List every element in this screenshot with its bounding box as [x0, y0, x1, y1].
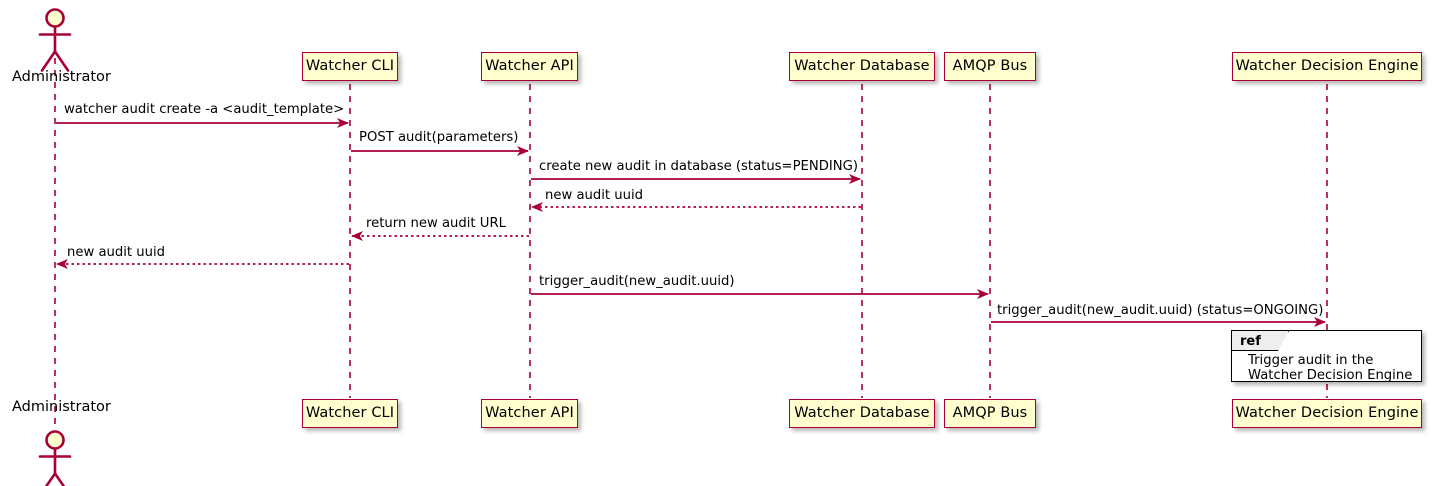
participant-label-watcher-cli: Watcher CLI [305, 58, 395, 75]
actor-label-top-administrator: Administrator [12, 69, 111, 85]
participant-box-top-decision-engine[interactable]: Watcher Decision Engine [1232, 52, 1422, 81]
message-label-1: POST audit(parameters) [359, 130, 519, 145]
participant-box-top-watcher-api[interactable]: Watcher API [481, 52, 578, 81]
participant-box-bottom-watcher-api[interactable]: Watcher API [481, 399, 578, 428]
participant-box-top-watcher-database[interactable]: Watcher Database [789, 52, 935, 81]
ref-fragment-line-1: Watcher Decision Engine [1248, 368, 1413, 383]
message-label-4: return new audit URL [366, 216, 506, 231]
participant-label-watcher-database: Watcher Database [794, 405, 930, 422]
participant-label-watcher-api: Watcher API [485, 405, 574, 422]
participant-label-watcher-database: Watcher Database [794, 58, 930, 75]
actor-label-bottom-administrator: Administrator [12, 399, 111, 415]
message-label-6: trigger_audit(new_audit.uuid) [539, 274, 735, 289]
participant-label-decision-engine: Watcher Decision Engine [1235, 58, 1419, 75]
message-label-0: watcher audit create -a <audit_template> [64, 102, 345, 117]
message-label-3: new audit uuid [545, 188, 644, 203]
participant-label-amqp-bus: AMQP Bus [952, 405, 1028, 422]
participant-label-amqp-bus: AMQP Bus [952, 58, 1028, 75]
message-arrows-group [56, 118, 1326, 327]
lifelines-group [54, 58, 1328, 424]
participant-box-bottom-amqp-bus[interactable]: AMQP Bus [944, 399, 1036, 428]
participant-box-bottom-watcher-cli[interactable]: Watcher CLI [302, 399, 398, 428]
message-label-7: trigger_audit(new_audit.uuid) (status=ON… [997, 303, 1324, 318]
ref-fragment-line-0: Trigger audit in the [1248, 353, 1374, 368]
participant-box-top-watcher-cli[interactable]: Watcher CLI [302, 52, 398, 81]
participant-box-bottom-watcher-database[interactable]: Watcher Database [789, 399, 935, 428]
ref-fragment-tab-label: ref [1240, 334, 1261, 349]
actor-figure-top-administrator [38, 8, 72, 72]
participant-box-bottom-decision-engine[interactable]: Watcher Decision Engine [1232, 399, 1422, 428]
message-label-5: new audit uuid [67, 245, 166, 260]
participant-label-watcher-api: Watcher API [485, 58, 574, 75]
actor-figures-group [38, 8, 72, 486]
message-label-2: create new audit in database (status=PEN… [539, 159, 859, 174]
participant-label-decision-engine: Watcher Decision Engine [1235, 405, 1419, 422]
actor-figure-bottom-administrator [38, 430, 72, 486]
participant-label-watcher-cli: Watcher CLI [305, 405, 395, 422]
participant-box-top-amqp-bus[interactable]: AMQP Bus [944, 52, 1036, 81]
